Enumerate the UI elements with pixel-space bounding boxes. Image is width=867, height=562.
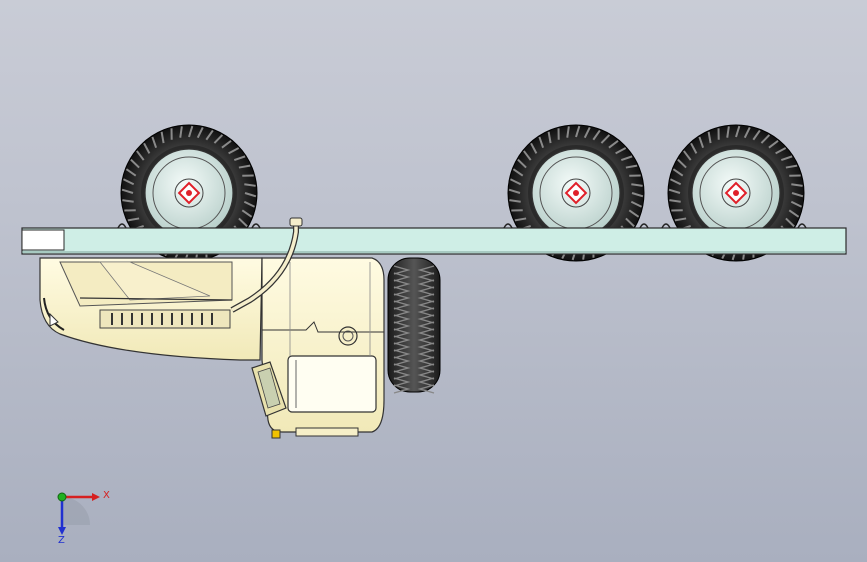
x-axis-label: X (103, 490, 110, 501)
truck-cab (39, 217, 385, 439)
y-axis-dot (57, 492, 67, 502)
spare-tire (387, 257, 441, 394)
orientation-triad: X Z (57, 490, 110, 546)
z-axis-label: Z (58, 535, 65, 546)
chassis-frame-rail (21, 223, 847, 255)
wheel-rear-1 (507, 124, 645, 262)
wheel-front (120, 124, 258, 262)
